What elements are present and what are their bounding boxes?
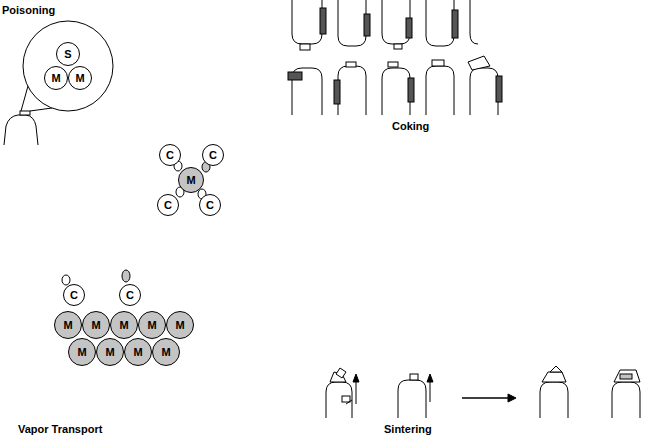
atom-symbol: M <box>77 347 86 358</box>
metal-atom: M <box>152 338 180 366</box>
sulfur-atom: S <box>56 42 80 66</box>
atom-symbol: C <box>164 200 172 211</box>
section-title: Vapor Transport <box>18 423 102 435</box>
atom-symbol: M <box>63 320 72 331</box>
atom-symbol: M <box>119 320 128 331</box>
atom-symbol: M <box>75 73 84 84</box>
section-title: Sintering <box>384 423 432 435</box>
metal-atom: M <box>44 66 68 90</box>
metal-atom: M <box>124 338 152 366</box>
metal-atom: M <box>96 338 124 366</box>
atom-symbol: C <box>166 150 174 161</box>
metal-atom: M <box>166 311 194 339</box>
metal-atom: M <box>68 338 96 366</box>
carbon-atom: C <box>202 144 224 166</box>
atom-symbol: M <box>91 320 100 331</box>
section-title: Coking <box>392 120 429 132</box>
atom-symbol: C <box>126 290 134 301</box>
metal-atom: M <box>68 66 92 90</box>
atom-symbol: M <box>186 175 195 186</box>
section-title: Poisoning <box>2 4 55 16</box>
atom-symbol: M <box>105 347 114 358</box>
metal-atom: M <box>54 311 82 339</box>
metal-atom: M <box>178 167 204 193</box>
carbon-atom: C <box>159 144 181 166</box>
atom-symbol: M <box>161 347 170 358</box>
carbon-atom: C <box>199 194 221 216</box>
atom-symbol: C <box>70 290 78 301</box>
metal-atom: M <box>138 311 166 339</box>
metal-atom: M <box>110 311 138 339</box>
atom-symbol: S <box>64 49 71 60</box>
atom-symbol: M <box>133 347 142 358</box>
carbon-atom: C <box>119 284 141 306</box>
atom-symbol: M <box>147 320 156 331</box>
carbon-atom: C <box>157 194 179 216</box>
atom-symbol: M <box>175 320 184 331</box>
carbon-atom: C <box>63 284 85 306</box>
atom-symbol: C <box>206 200 214 211</box>
metal-atom: M <box>82 311 110 339</box>
atom-symbol: M <box>51 73 60 84</box>
atom-symbol: C <box>209 150 217 161</box>
